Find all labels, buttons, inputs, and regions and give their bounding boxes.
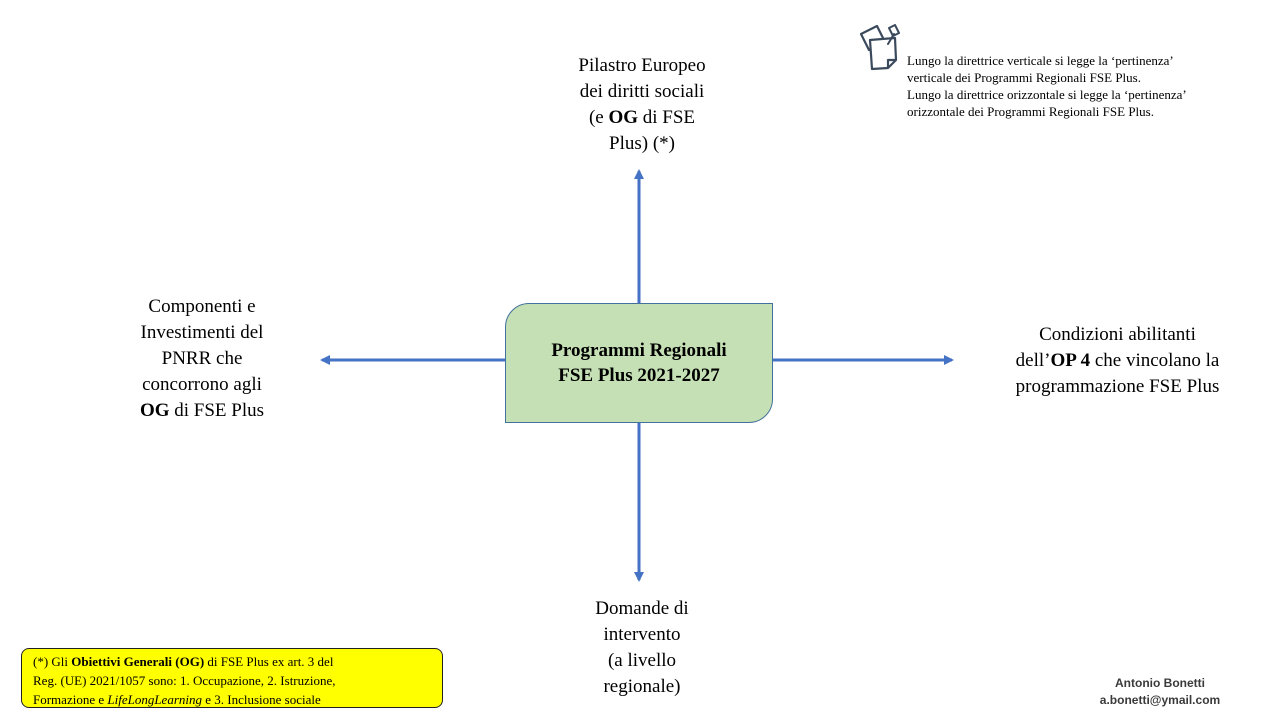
bottom-line-4: regionale) — [603, 676, 681, 697]
note-line-4: orizzontale dei Programmi Regionali FSE … — [907, 104, 1154, 119]
top-line-2: dei diritti sociali — [579, 81, 705, 102]
right-op4-bold: OP 4 — [1050, 350, 1091, 371]
sticky-notes-icon — [859, 24, 900, 71]
right-line-3: programmazione FSE Plus — [1015, 376, 1220, 397]
top-og-bold: OG — [608, 107, 639, 128]
center-line-2: FSE Plus 2021-2027 — [558, 365, 720, 386]
bottom-line-1: Domande di — [595, 598, 689, 619]
footnote-line-1: (*) Gli Obiettivi Generali (OG) di FSE P… — [33, 654, 334, 669]
reading-note: Lungo la direttrice verticale si legge l… — [907, 52, 1257, 120]
author-email: a.bonetti@ymail.com — [1099, 693, 1221, 707]
left-label: Componenti e Investimenti del PNRR che c… — [112, 294, 292, 424]
footnote-line-2: Reg. (UE) 2021/1057 sono: 1. Occupazione… — [33, 673, 336, 688]
note-line-2: verticale dei Programmi Regionali FSE Pl… — [907, 70, 1141, 85]
top-label: Pilastro Europeo dei diritti sociali (e … — [542, 53, 742, 157]
bottom-line-3: (a livello — [607, 650, 677, 671]
note-line-3: Lungo la direttrice orizzontale si legge… — [907, 87, 1187, 102]
right-line-1: Condizioni abilitanti — [1039, 324, 1196, 345]
top-line-1: Pilastro Europeo — [578, 55, 706, 76]
footnote-line-3: Formazione e LifeLongLearning e 3. Inclu… — [33, 692, 321, 707]
top-line-4: Plus) (*) — [609, 133, 675, 154]
author-name: Antonio Bonetti — [1115, 676, 1205, 690]
left-line-1: Componenti e — [148, 296, 256, 317]
note-line-1: Lungo la direttrice verticale si legge l… — [907, 53, 1174, 68]
right-label: Condizioni abilitanti dell’OP 4 che vinc… — [985, 322, 1250, 400]
left-line-3: PNRR che — [161, 348, 243, 369]
footnote-og-bold: Obiettivi Generali (OG) — [71, 654, 205, 669]
top-line-3: (e OG di FSE — [588, 107, 696, 128]
left-og-bold: OG — [139, 400, 170, 421]
bottom-label: Domande di intervento (a livello regiona… — [562, 596, 722, 700]
author-credit: Antonio Bonetti a.bonetti@ymail.com — [1070, 675, 1250, 709]
center-line-1: Programmi Regionali — [551, 340, 727, 361]
og-footnote: (*) Gli Obiettivi Generali (OG) di FSE P… — [21, 648, 443, 708]
left-line-5: OG di FSE Plus — [139, 400, 265, 421]
right-line-2: dell’OP 4 che vincolano la — [1015, 350, 1220, 371]
footnote-lll-italic: LifeLongLearning — [107, 692, 202, 707]
center-node-programmi-regionali: Programmi Regionali FSE Plus 2021-2027 — [505, 303, 773, 423]
left-line-2: Investimenti del — [140, 322, 264, 343]
left-line-4: concorrono agli — [142, 374, 262, 395]
bottom-line-2: intervento — [603, 624, 681, 645]
